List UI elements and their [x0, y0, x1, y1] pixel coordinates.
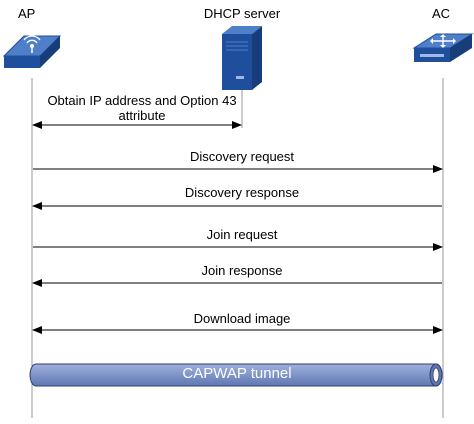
discovery-response-label: Discovery response	[184, 185, 300, 200]
dhcp-server-label: DHCP server	[203, 6, 281, 21]
server-tower-icon	[222, 26, 262, 90]
download-image-label: Download image	[193, 311, 291, 326]
wireless-access-point-icon	[2, 35, 62, 68]
join-response-label: Join response	[201, 263, 283, 278]
join-request-label: Join request	[206, 227, 278, 242]
discovery-request-label: Discovery request	[189, 149, 295, 164]
obtain-ip-label-line1: Obtain IP address and Option 43	[47, 93, 237, 108]
capwap-tunnel-label: CAPWAP tunnel	[182, 365, 292, 382]
access-controller-switch-icon	[412, 33, 474, 62]
ac-label: AC	[432, 6, 451, 21]
capwap-tunnel	[29, 363, 443, 387]
ap-label: AP	[18, 6, 36, 21]
obtain-ip-label-line2: attribute	[118, 108, 166, 123]
